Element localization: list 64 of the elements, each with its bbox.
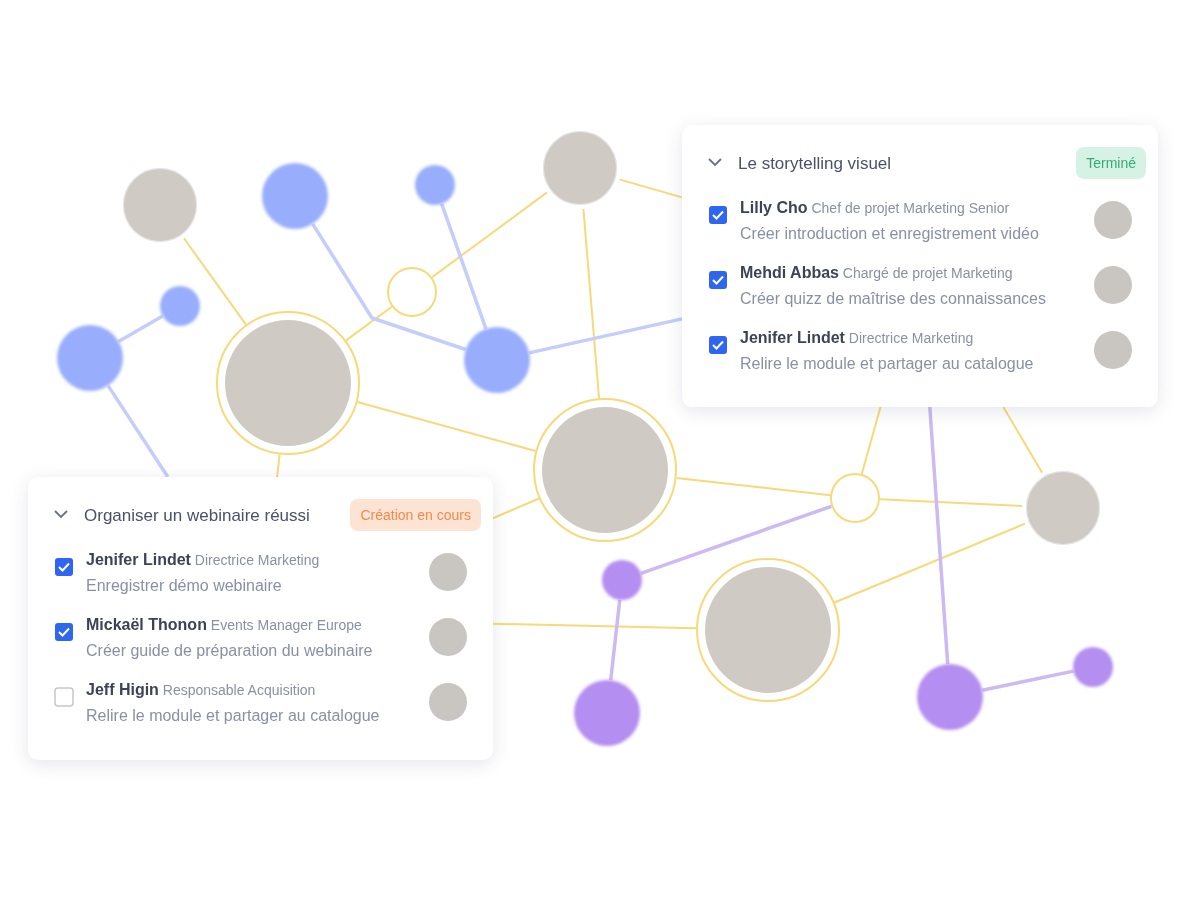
connector-line (431, 191, 548, 279)
assignee-line: Jenifer Lindet Directrice Marketing (86, 551, 320, 569)
card-title: Le storytelling visuel (738, 154, 892, 174)
checked-checkbox (708, 270, 728, 290)
assignee-line: Mickaël Thonon Events Manager Europe (86, 616, 362, 634)
assignee-line: Jeff Higin Responsable Acquisition (86, 681, 316, 699)
task-text: Créer introduction et enregistrement vidéo (740, 225, 1039, 243)
avatar (429, 553, 467, 591)
task-text: Relire le module et partager au catalogue (86, 707, 380, 725)
blurred-dot (415, 165, 455, 205)
connector-line (311, 222, 467, 352)
connector-line (640, 504, 832, 575)
connector-line (618, 178, 683, 199)
checked-checkbox (54, 622, 74, 642)
avatar (429, 618, 467, 656)
task-card (28, 477, 493, 760)
connector-line (345, 305, 393, 342)
connector-line (440, 203, 488, 330)
connector-line (106, 384, 170, 478)
assignee-line: Mehdi Abbas Chargé de projet Marketing (740, 264, 1013, 282)
status-badge: Terminé (1076, 147, 1146, 179)
status-badge: Création en cours (350, 499, 481, 531)
blurred-dot (602, 560, 642, 600)
checked-checkbox (54, 557, 74, 577)
connector-line (582, 207, 601, 400)
blurred-dot (1073, 647, 1113, 687)
blurred-dot (160, 286, 200, 326)
task-text: Créer quizz de maîtrise des connaissances (740, 290, 1046, 308)
blurred-dot (574, 680, 640, 746)
assignee-line: Lilly Cho Chef de projet Marketing Senior (740, 199, 1010, 217)
connector-line (117, 314, 164, 343)
avatar (1094, 266, 1132, 304)
task-text: Relire le module et partager au catalogue (740, 355, 1034, 373)
blurred-dot (57, 325, 123, 391)
connector-line (928, 406, 950, 665)
avatar (429, 683, 467, 721)
task-text: Créer guide de préparation du webinaire (86, 642, 373, 660)
checkbox (54, 687, 74, 707)
connector-line (492, 622, 697, 630)
blurred-dot (262, 163, 328, 229)
connector-line (356, 401, 537, 452)
connector-line (1002, 406, 1044, 474)
connector-line (981, 669, 1074, 692)
task-card (682, 125, 1158, 407)
connector-line (833, 522, 1027, 604)
assignee-line: Jenifer Lindet Directrice Marketing (740, 329, 974, 347)
connector-line (528, 317, 683, 355)
connector-line (878, 498, 1024, 508)
connector-line (276, 453, 281, 478)
blurred-dot (917, 664, 983, 730)
hub-circle (830, 473, 880, 523)
checked-checkbox (708, 335, 728, 355)
task-text: Enregistrer démo webinaire (86, 577, 282, 595)
hub-circle (387, 267, 437, 317)
checked-checkbox (708, 205, 728, 225)
avatar (1094, 331, 1132, 369)
connector-line (860, 406, 882, 475)
card-title: Organiser un webinaire réussi (84, 506, 310, 526)
connector-line (675, 477, 832, 497)
connector-line (608, 599, 622, 681)
connector-line (182, 237, 247, 326)
blurred-dot (464, 327, 530, 393)
avatar (1094, 201, 1132, 239)
connector-line (492, 497, 540, 520)
